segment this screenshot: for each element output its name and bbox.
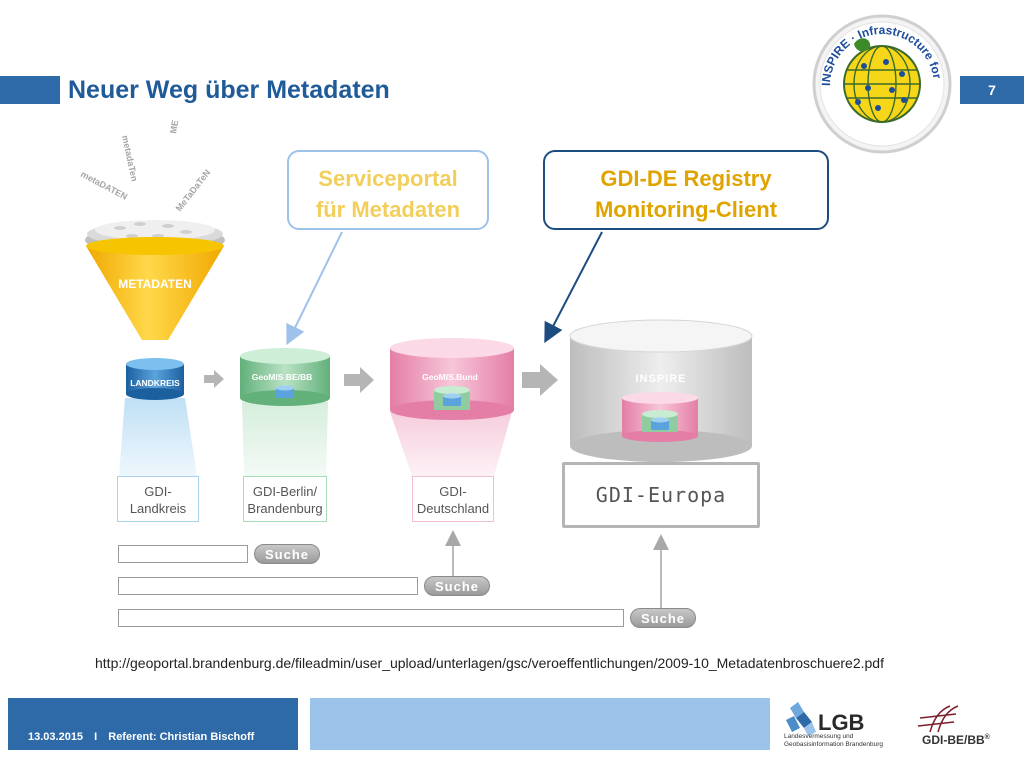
arrow-bund-to-inspire	[522, 364, 558, 396]
lgb-name: LGB	[818, 710, 865, 735]
cylinder-label-geomis-bund: GeoMIS.Bund	[422, 372, 478, 382]
level-label-line: Deutschland	[416, 501, 490, 516]
cylinder-landkreis: LANDKREIS	[126, 358, 184, 400]
callout-serviceportal: Serviceportal für Metadaten	[287, 150, 489, 230]
level-gdi-berlin-brandenburg: GDI-Berlin/ Brandenburg	[243, 476, 327, 522]
title-accent-right	[960, 76, 1024, 104]
lgb-subtitle-line: Geobasisinformation Brandenburg	[784, 741, 884, 748]
cylinder-geomis-bund: GeoMIS.Bund	[390, 338, 514, 420]
gdibebb-name: GDI-BE/BB	[922, 733, 985, 747]
arrow-bebb-to-bund	[344, 367, 374, 393]
callout-registry-line-1: GDI-DE Registry	[600, 166, 772, 191]
search-input-deutschland[interactable]	[118, 577, 418, 595]
arrow-landkreis-to-bebb	[204, 370, 224, 388]
floating-word: METAdaten	[168, 120, 186, 134]
level-label-line: GDI-	[439, 484, 467, 499]
callout-serviceportal-line-2: für Metadaten	[315, 197, 461, 222]
cylinder-label-geomis-bebb: GeoMIS BE/BB	[252, 372, 312, 382]
page-number: 7	[988, 82, 996, 98]
level-label-line: Landkreis	[129, 501, 187, 516]
cylinder-geomis-bebb: GeoMIS BE/BB	[240, 348, 330, 406]
cylinder-label-landkreis: LANDKREIS	[130, 378, 180, 388]
lgb-subtitle-line: Landesvermessung und	[784, 733, 854, 740]
level-gdi-europa: GDI-Europa	[562, 462, 760, 528]
cylinder-label-inspire: INSPIRE	[635, 373, 686, 385]
metadata-funnel: METADATEN	[85, 220, 225, 340]
footer-bar	[8, 698, 298, 750]
registered-mark: ®	[984, 734, 990, 741]
level-label-line: GDI-Berlin/	[252, 484, 318, 499]
callout-registry: GDI-DE Registry Monitoring-Client	[543, 150, 829, 230]
footer-separator: I	[94, 731, 98, 743]
title-accent-left	[0, 76, 60, 104]
footer-info: 13.03.2015 I Referent: Christian Bischof…	[28, 731, 254, 743]
arrow-serviceportal	[286, 231, 343, 346]
source-url[interactable]: http://geoportal.brandenburg.de/fileadmi…	[95, 655, 884, 671]
floating-word: metadaTen	[120, 134, 140, 182]
lgb-subtitle: Landesvermessung und Geobasisinformation…	[784, 733, 908, 749]
gdibebb-text: GDI-BE/BB®	[922, 733, 990, 747]
search-button-landkreis[interactable]: Suche	[254, 544, 320, 564]
gdibebb-logo-icon	[917, 705, 959, 733]
search-input-europa[interactable]	[118, 609, 624, 627]
floating-word: MeTaDaTeN	[174, 168, 213, 214]
slide-title: Neuer Weg über Metadaten	[68, 76, 390, 104]
footer-accent	[310, 698, 770, 750]
level-label-line: GDI-	[144, 484, 172, 499]
level-gdi-landkreis: GDI- Landkreis	[117, 476, 199, 522]
footer-date: 13.03.2015	[28, 731, 84, 743]
floating-word: metaDATEN	[79, 169, 129, 202]
funnel-label: METADATEN	[118, 277, 192, 291]
lgb-logo-icon	[786, 702, 816, 736]
callout-serviceportal-line-1: Serviceportal	[318, 166, 458, 191]
callout-registry-line-2: Monitoring-Client	[594, 197, 778, 222]
level-label-line: Brandenburg	[247, 501, 323, 516]
footer-presenter: Referent: Christian Bischoff	[108, 731, 255, 743]
cylinder-inspire: INSPIRE	[569, 319, 753, 462]
metadata-flow-diagram: metaDATEN metadaTen METAdaten MeTaDaTeN …	[79, 120, 753, 610]
search-button-deutschland[interactable]: Suche	[424, 576, 490, 596]
search-button-europa[interactable]: Suche	[630, 608, 696, 628]
inspire-seal-logo: INSPIRE · Infrastructure for Spatial Inf…	[808, 4, 952, 154]
arrow-registry	[544, 231, 603, 344]
level-gdi-deutschland: GDI- Deutschland	[412, 476, 494, 522]
search-input-landkreis[interactable]	[118, 545, 248, 563]
